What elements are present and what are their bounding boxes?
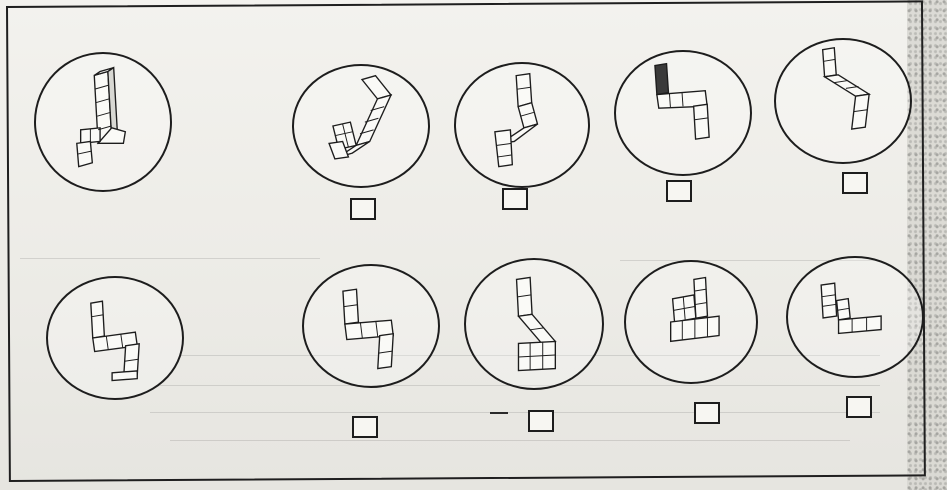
block-figure-option-icon (776, 40, 910, 162)
block-figure-reference-2-icon (48, 278, 182, 398)
bleed-through-line (150, 412, 880, 413)
answer-box-2-2[interactable] (528, 410, 554, 432)
option-figure-2-3 (624, 260, 758, 384)
answer-box-1-4[interactable] (842, 172, 868, 194)
option-figure-1-3 (614, 50, 752, 176)
pencil-mark (490, 412, 508, 414)
reference-figure-1 (34, 52, 172, 192)
option-figure-2-2 (464, 258, 604, 390)
block-figure-option-icon (616, 52, 750, 174)
option-figure-2-1 (302, 264, 440, 388)
option-figure-1-4 (774, 38, 912, 164)
answer-box-1-1[interactable] (350, 198, 376, 220)
answer-box-1-2[interactable] (502, 188, 528, 210)
answer-box-1-3[interactable] (666, 180, 692, 202)
answer-box-2-1[interactable] (352, 416, 378, 438)
answer-box-2-3[interactable] (694, 402, 720, 424)
bleed-through-line (170, 440, 850, 441)
block-figure-option-icon (304, 266, 438, 386)
block-figure-option-icon (456, 64, 588, 186)
bleed-through-line (20, 258, 320, 259)
block-figure-option-icon (626, 262, 756, 382)
answer-box-2-4[interactable] (846, 396, 872, 418)
option-figure-1-2 (454, 62, 590, 188)
block-figure-reference-1-icon (36, 54, 170, 190)
block-figure-option-icon (294, 66, 428, 186)
option-figure-2-4 (786, 256, 924, 378)
block-figure-option-icon (788, 258, 922, 376)
option-figure-1-1 (292, 64, 430, 188)
reference-figure-2 (46, 276, 184, 400)
block-figure-option-icon (466, 260, 602, 388)
